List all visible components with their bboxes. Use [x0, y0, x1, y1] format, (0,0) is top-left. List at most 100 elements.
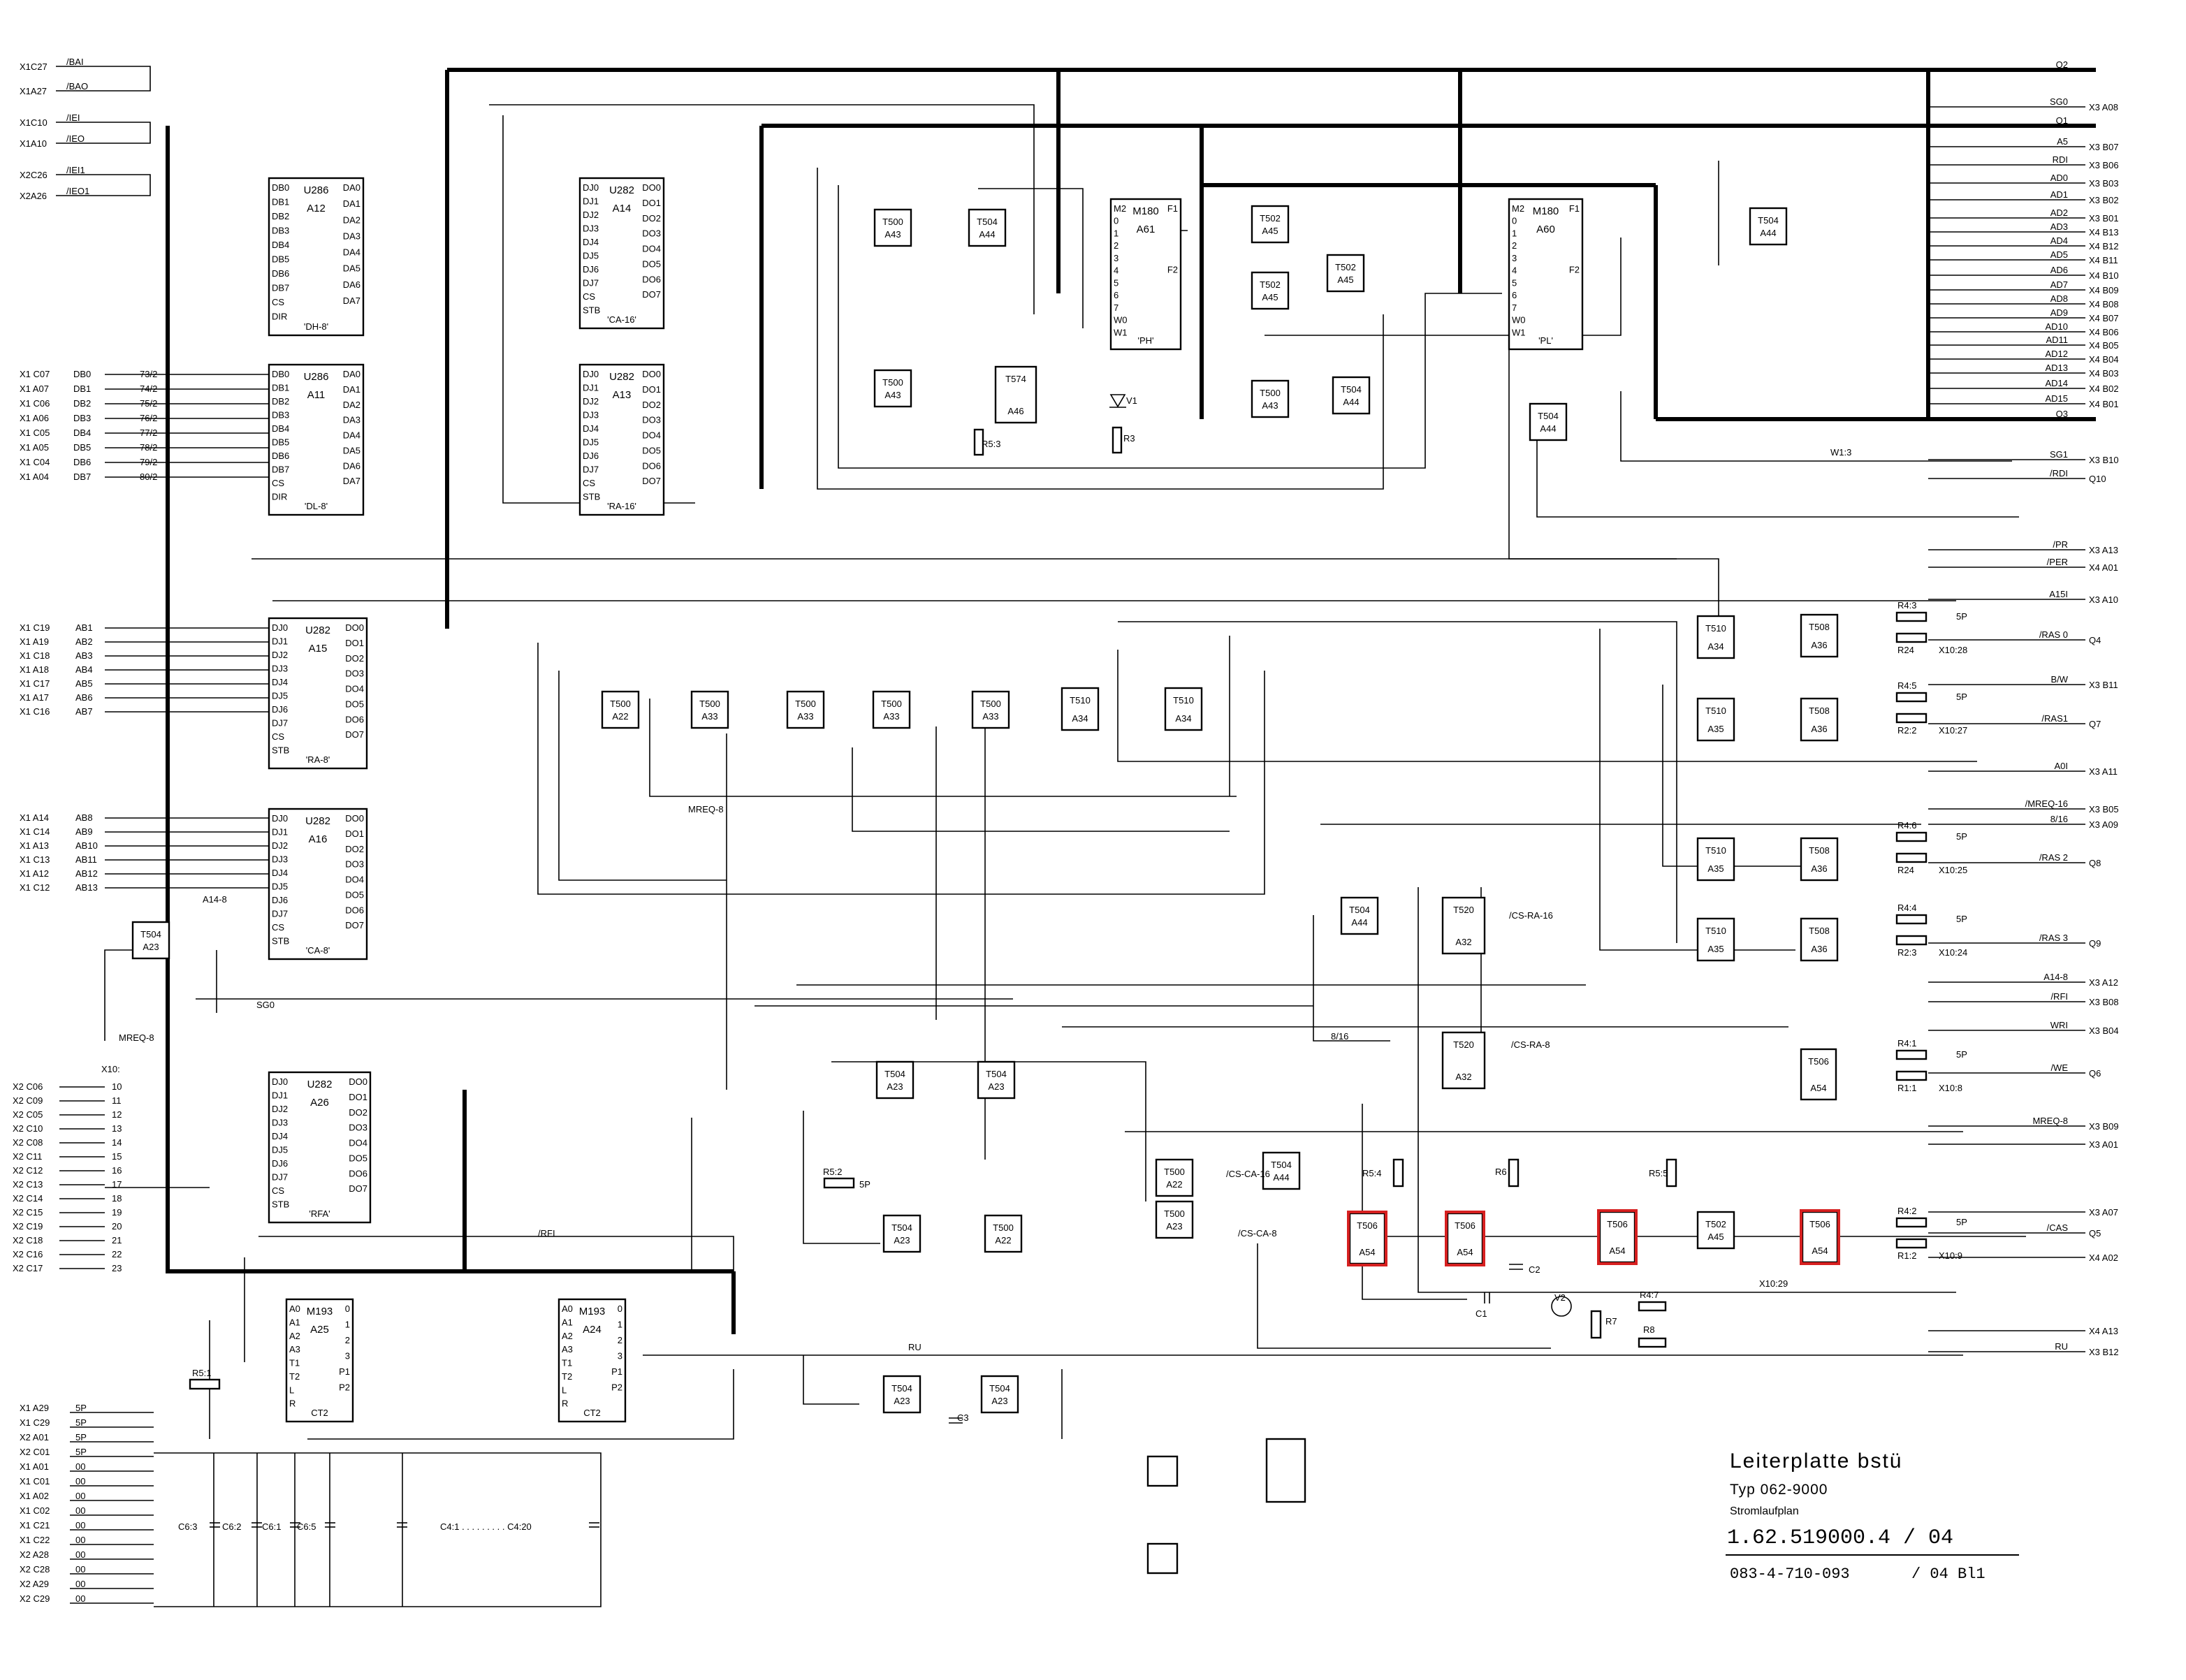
chip-pin-left: DJ7 [272, 909, 288, 919]
chip-pin-left: STB [272, 1199, 289, 1210]
output-pin: X4 B13 [2089, 227, 2119, 238]
gate-type: T504 [1349, 905, 1370, 915]
gate-body [1441, 896, 1486, 955]
capacitor-label: C6:5 [297, 1521, 316, 1532]
chip-pin-right: DA6 [343, 279, 360, 290]
connector-label: X10:27 [1939, 725, 1967, 736]
chip-pin-left: DJ3 [272, 854, 288, 865]
chip-pin-left: W0 [1512, 315, 1526, 326]
chip-pin-right: DA2 [343, 400, 360, 410]
chip-pin-right: DO0 [642, 369, 661, 379]
output-pin: X4 B07 [2089, 313, 2119, 323]
output-signal: WRI [2050, 1020, 2068, 1030]
connector-signal: AB3 [75, 650, 93, 661]
gate-type: T506 [1607, 1219, 1628, 1229]
chip-pin-right: DA5 [343, 445, 360, 455]
connector-label: X10:8 [1939, 1083, 1962, 1093]
gate-type: T510 [1173, 695, 1194, 706]
transistor-v2 [1551, 1296, 1572, 1317]
connector-pin: X1 C17 [20, 678, 50, 689]
output-pin: X3 B09 [2089, 1121, 2119, 1132]
chip-id: A15 [309, 643, 328, 655]
connector-num: 17 [112, 1179, 122, 1190]
connector-pin: X1 A07 [20, 384, 49, 394]
chip-pin-right: DO7 [642, 289, 661, 300]
logic-gates: T500A43T504A44T502A45T502A45T502A45T504A… [131, 205, 1839, 1572]
resistor-top [1895, 831, 1928, 842]
connector-signal: AB12 [75, 868, 98, 879]
output-pin: Q8 [2089, 858, 2101, 868]
chip-label: 'PL' [1538, 335, 1553, 346]
connector-num: 16 [112, 1165, 122, 1176]
chip-pin-right: DO4 [345, 875, 364, 885]
gate-id: A23 [894, 1396, 910, 1406]
chip-pin-left: A2 [289, 1331, 300, 1341]
connector-signal: DB1 [73, 384, 91, 394]
connector-voltage: 00 [75, 1491, 85, 1501]
chip-pin-right: DO0 [349, 1076, 367, 1087]
highlighted-gates [1347, 1209, 1840, 1266]
connector-num: 21 [112, 1235, 122, 1246]
chip-pin-left: DJ1 [583, 196, 599, 207]
output-signal: AD7 [2050, 279, 2068, 290]
gate-id: A23 [1166, 1221, 1182, 1232]
resistor-bottom [1895, 852, 1928, 863]
gate-type: T520 [1453, 905, 1474, 915]
chip-pin-left: A1 [562, 1317, 573, 1327]
resistor-r3 [1112, 426, 1123, 454]
chip-pin-right: DA0 [343, 182, 360, 193]
chip-body [1109, 198, 1182, 351]
gate-id: A23 [988, 1081, 1004, 1092]
connector-signal: DB6 [73, 457, 91, 467]
gate-type: T504 [891, 1222, 912, 1233]
chip-pin-left: DB7 [272, 465, 289, 475]
output-pin: X4 B01 [2089, 399, 2119, 409]
chip-pin-right: DA3 [343, 415, 360, 425]
output-signal: AD6 [2050, 265, 2068, 275]
output-pin: X3 B07 [2089, 142, 2119, 152]
connector-voltage: 00 [75, 1476, 85, 1487]
connector-signal: /BAO [66, 81, 88, 92]
gate-type: T504 [1271, 1160, 1292, 1170]
output-pin: X3 B10 [2089, 455, 2119, 465]
chip-pin-right: 0 [345, 1303, 350, 1314]
output-pin: X3 B12 [2089, 1347, 2119, 1357]
gate-body [1441, 1031, 1486, 1090]
resistor-label: R4:1 [1897, 1038, 1916, 1049]
chip-pin-right: F1 [1569, 203, 1580, 214]
connector-pin: X1 C16 [20, 706, 50, 717]
highlight-t506-1 [1347, 1211, 1387, 1266]
chip-pin-left: 4 [1512, 265, 1517, 276]
connector-pin: X1C10 [20, 117, 48, 128]
gate-body [1164, 687, 1203, 731]
right-output: X3 A01 [1928, 1139, 2118, 1150]
chip-pin-right: DO4 [345, 684, 364, 694]
output-pin: X4 A01 [2089, 562, 2118, 573]
output-pin: X3 B01 [2089, 213, 2119, 224]
chip-pin-right: DO6 [349, 1168, 367, 1178]
connector-voltage: 00 [75, 1593, 85, 1604]
chip-pin-right: DO3 [349, 1123, 367, 1133]
output-signal: RDI [2053, 154, 2068, 165]
gate-id: A44 [1273, 1172, 1289, 1183]
